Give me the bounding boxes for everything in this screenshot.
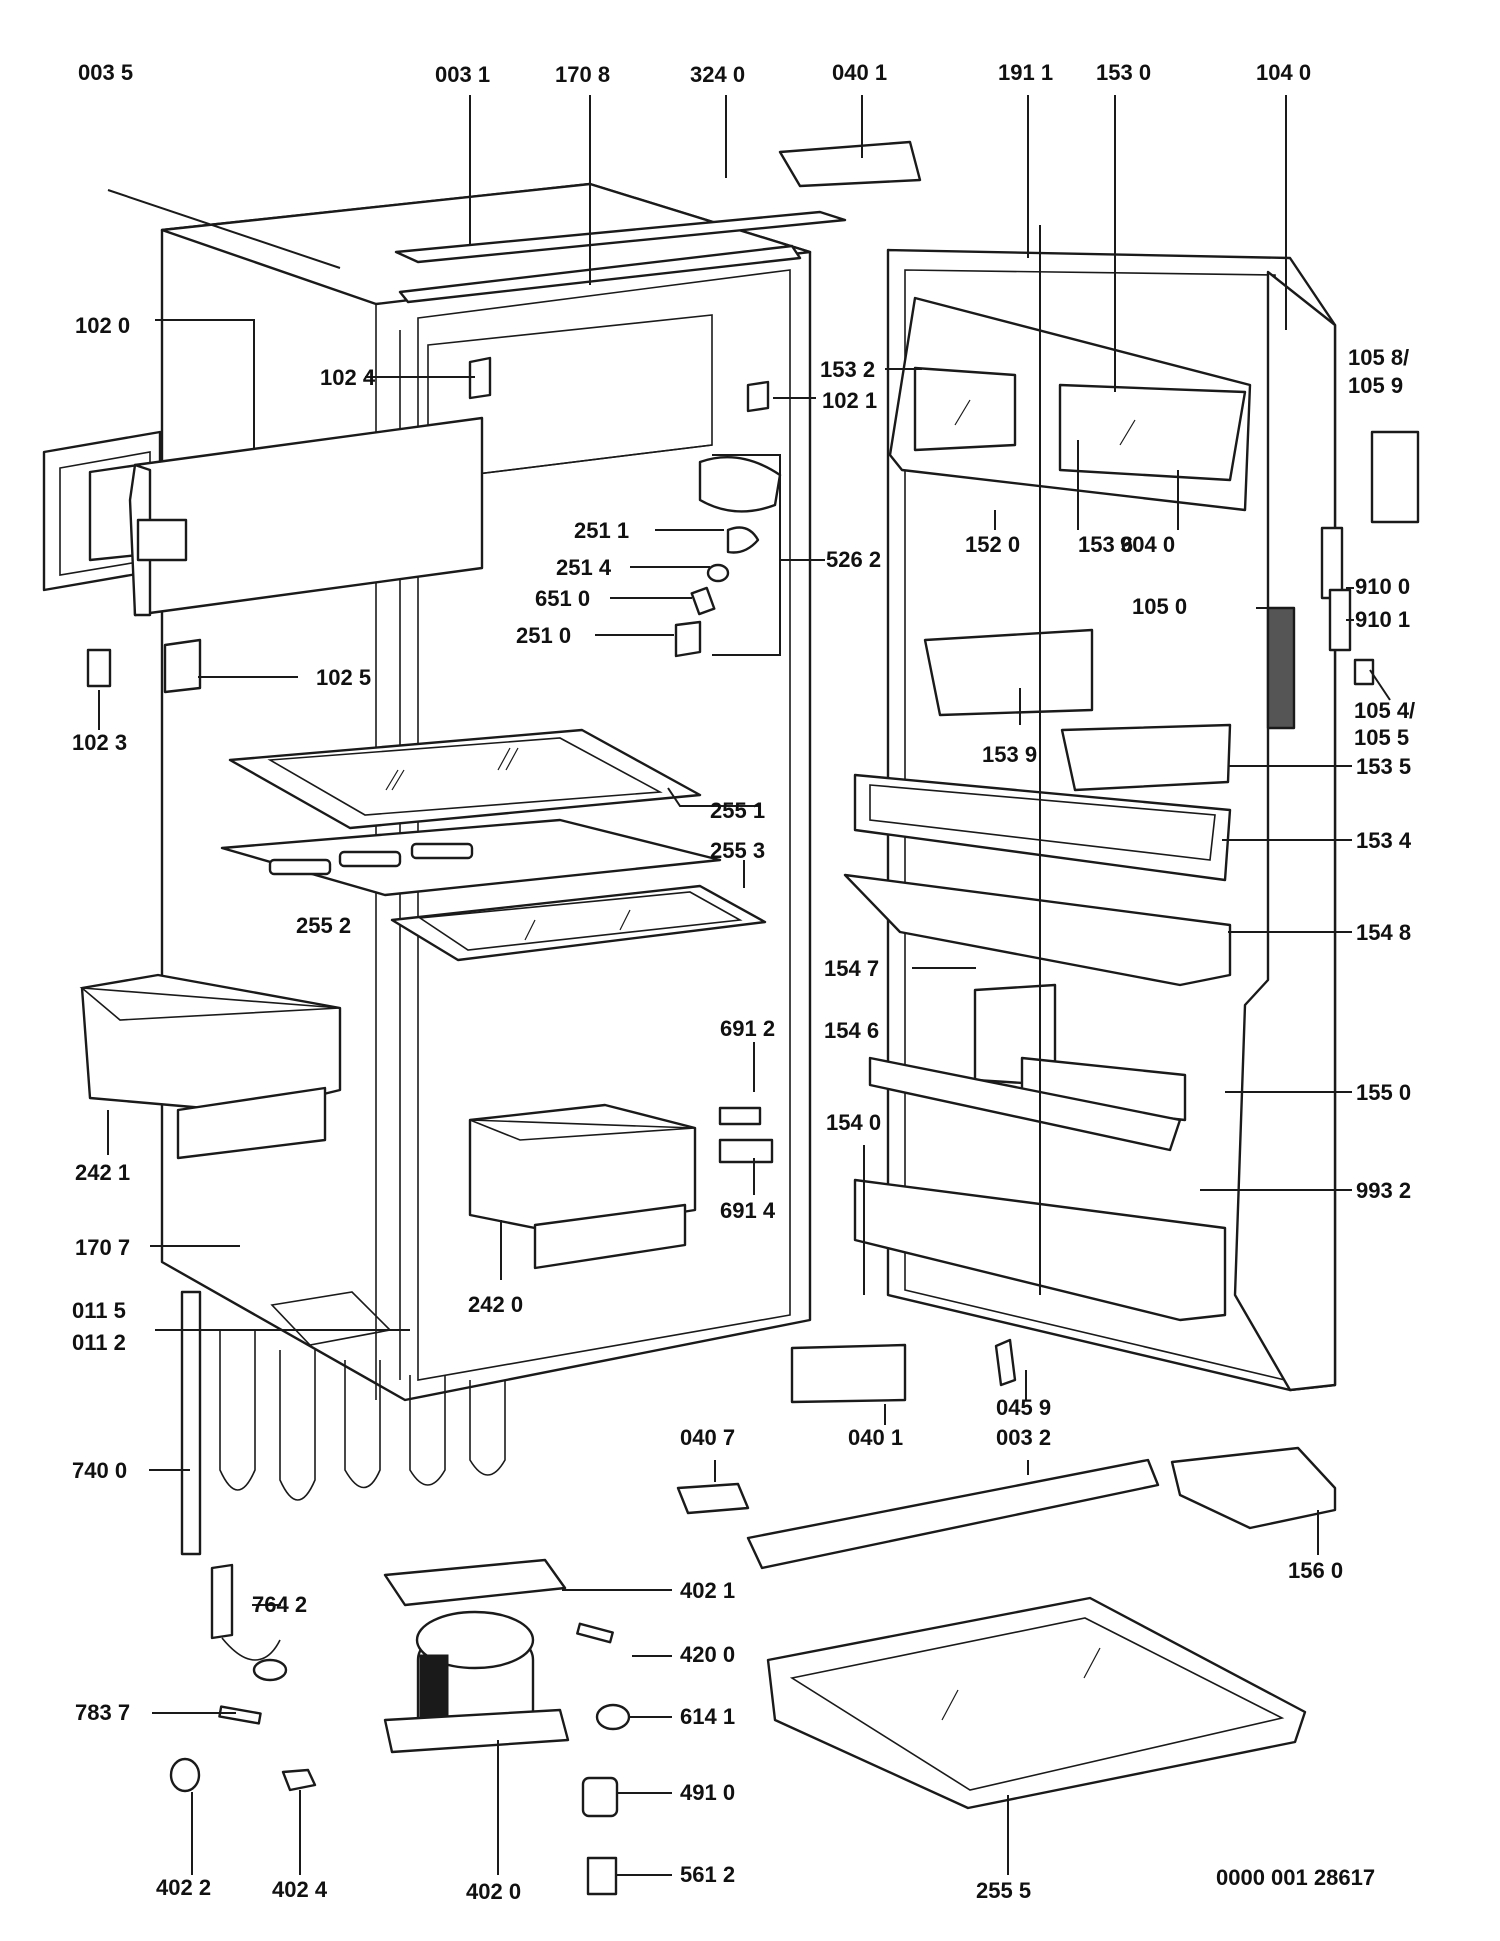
part-label: 045 9 bbox=[996, 1395, 1051, 1420]
glass-shelf-upper bbox=[228, 728, 702, 830]
part-label: 040 7 bbox=[680, 1425, 735, 1450]
part-label: 910 1 bbox=[1355, 607, 1410, 632]
part-label: 153 4 bbox=[1356, 828, 1412, 853]
part-label: 040 1 bbox=[832, 60, 887, 85]
part-label: 402 4 bbox=[272, 1877, 328, 1902]
leader-lines bbox=[98, 95, 1391, 1876]
part-label: 003 2 bbox=[996, 1425, 1051, 1450]
part-label: 691 4 bbox=[720, 1198, 776, 1223]
part-label: 102 5 bbox=[316, 665, 371, 690]
part-label: 104 0 bbox=[1256, 60, 1311, 85]
bottom-parts bbox=[676, 1446, 1337, 1810]
freezer-compartment-door bbox=[42, 416, 484, 617]
part-label: 102 3 bbox=[72, 730, 127, 755]
part-label: 105 4/ bbox=[1354, 698, 1415, 723]
part-label: 154 6 bbox=[824, 1018, 879, 1043]
part-label: 740 0 bbox=[72, 1458, 127, 1483]
part-label: 152 0 bbox=[965, 532, 1020, 557]
part-label: 651 0 bbox=[535, 586, 590, 611]
part-label: 102 4 bbox=[320, 365, 376, 390]
part-label: 170 7 bbox=[75, 1235, 130, 1260]
condenser-coil bbox=[180, 1290, 506, 1556]
part-label: 561 2 bbox=[680, 1862, 735, 1887]
small-parts-cabinet bbox=[86, 356, 782, 1164]
part-label: 011 5 bbox=[72, 1298, 126, 1323]
part-label: 153 0 bbox=[1096, 60, 1151, 85]
part-label: 691 2 bbox=[720, 1016, 775, 1041]
part-label: 255 1 bbox=[710, 798, 765, 823]
part-label: 491 0 bbox=[680, 1780, 735, 1805]
part-label: 904 0 bbox=[1120, 532, 1175, 557]
part-label: 191 1 bbox=[998, 60, 1053, 85]
part-label: 155 0 bbox=[1356, 1080, 1411, 1105]
part-label: 153 9 bbox=[982, 742, 1037, 767]
part-label: 420 0 bbox=[680, 1642, 735, 1667]
part-label: 105 0 bbox=[1132, 594, 1187, 619]
part-label: 402 2 bbox=[156, 1875, 211, 1900]
part-label: 255 5 bbox=[976, 1878, 1031, 1903]
part-label: 910 0 bbox=[1355, 574, 1410, 599]
crisper-drawer-right bbox=[468, 1103, 697, 1270]
part-label: 251 1 bbox=[574, 518, 629, 543]
part-label: 105 8/ bbox=[1348, 345, 1409, 370]
part-label: 783 7 bbox=[75, 1700, 130, 1725]
part-label: 242 0 bbox=[468, 1292, 523, 1317]
part-label: 102 1 bbox=[822, 388, 877, 413]
part-label: 153 6 bbox=[1078, 532, 1133, 557]
crisper-drawer-left bbox=[79, 973, 342, 1160]
part-label: 003 5 bbox=[78, 60, 133, 85]
part-label: 764 2 bbox=[252, 1592, 307, 1617]
dairy-compartment bbox=[888, 296, 1252, 512]
part-label: 255 2 bbox=[296, 913, 351, 938]
part-label: 242 1 bbox=[75, 1160, 130, 1185]
shelf-frame-middle bbox=[220, 818, 767, 962]
part-label: 255 3 bbox=[710, 838, 765, 863]
part-label: 402 1 bbox=[680, 1578, 735, 1603]
door-bins bbox=[843, 628, 1232, 1322]
part-label: 040 1 bbox=[848, 1425, 903, 1450]
part-label: 614 1 bbox=[680, 1704, 735, 1729]
part-label: 003 1 bbox=[435, 62, 490, 87]
part-label: 011 2 bbox=[72, 1330, 126, 1355]
part-label: 102 0 bbox=[75, 313, 130, 338]
part-label: 156 0 bbox=[1288, 1558, 1343, 1583]
part-label: 105 9 bbox=[1348, 373, 1403, 398]
part-number-labels: 003 5 003 1 170 8 324 0 040 1 191 1 153 0 104 0… bbox=[72, 60, 1415, 1904]
part-label: 153 5 bbox=[1356, 754, 1411, 779]
part-label: 153 2 bbox=[820, 357, 875, 382]
hinge-parts-right bbox=[778, 140, 1420, 1404]
drawing-id: 0000 001 28617 bbox=[1216, 1865, 1375, 1890]
part-label: 993 2 bbox=[1356, 1178, 1411, 1203]
part-label: 154 8 bbox=[1356, 920, 1411, 945]
part-label: 402 0 bbox=[466, 1879, 521, 1904]
part-label: 154 7 bbox=[824, 956, 879, 981]
part-label: 526 2 bbox=[826, 547, 881, 572]
part-label: 324 0 bbox=[690, 62, 745, 87]
compressor bbox=[169, 1558, 631, 1896]
part-label: 170 8 bbox=[555, 62, 610, 87]
part-label: 154 0 bbox=[826, 1110, 881, 1135]
part-label: 105 5 bbox=[1354, 725, 1409, 750]
part-label: 251 0 bbox=[516, 623, 571, 648]
part-label: 251 4 bbox=[556, 555, 612, 580]
